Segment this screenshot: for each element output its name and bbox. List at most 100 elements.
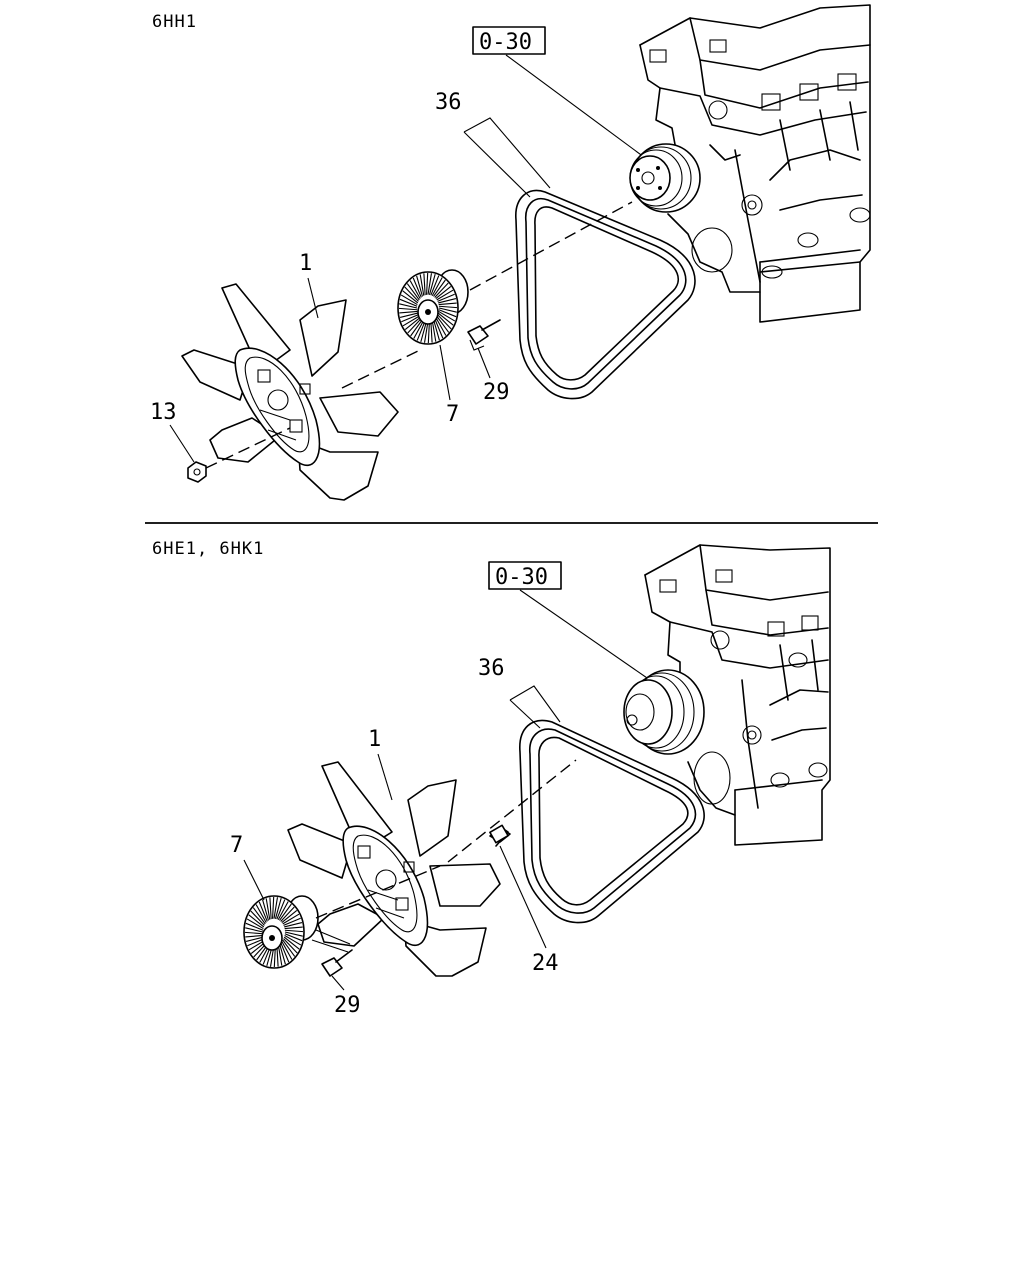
clutch-fin <box>280 906 295 922</box>
clutch-fin <box>284 929 304 933</box>
clutch-fin <box>401 314 419 323</box>
stud-6he1 <box>489 824 511 847</box>
clutch-fin <box>427 321 430 344</box>
clutch-fin <box>399 312 418 318</box>
clutch-fin <box>258 901 268 922</box>
clutch-fin <box>399 298 418 307</box>
section-6he1-6hk1: 6HE1, 6HK1 0-30 <box>152 539 831 1018</box>
clutch-fin <box>438 309 457 318</box>
clutch-fin <box>437 312 454 326</box>
nut-leader <box>169 424 195 463</box>
clutch-fin <box>434 318 444 339</box>
ref-leader <box>505 54 649 161</box>
belt-leader-2 <box>509 699 541 729</box>
clutch-fin <box>245 922 264 931</box>
clutch-fin <box>283 917 301 926</box>
clutch-fin <box>252 907 266 925</box>
clutch-fin <box>416 320 426 341</box>
clutch-fin <box>245 934 264 938</box>
clutch-fin <box>438 310 456 322</box>
nut-6hh1 <box>187 461 207 483</box>
clutch-fin <box>265 898 271 920</box>
clutch-fin <box>283 936 300 950</box>
clutch-fin <box>438 307 457 313</box>
clutch-fin <box>437 314 452 330</box>
clutch-fin <box>272 896 275 919</box>
clutch-fin <box>416 275 424 297</box>
assembly-axis-6hh1 <box>205 201 633 469</box>
clutch-fin <box>404 286 419 302</box>
crank-pulley-6hh1 <box>629 143 701 213</box>
drive-belt-6hh1 <box>515 189 696 400</box>
clutch-fin <box>438 302 457 306</box>
clutch-fin <box>399 303 418 309</box>
clutch-bolt-guides <box>311 929 351 953</box>
clutch-fin <box>279 903 292 921</box>
clutch-fin <box>409 280 421 299</box>
callout-stud-6he1: 24 <box>532 951 559 976</box>
clutch-fin <box>407 318 422 334</box>
section-title-6hh1: 6HH1 <box>152 12 197 32</box>
clutch-fin <box>399 310 418 314</box>
clutch-fin <box>284 933 303 942</box>
clutch-fin <box>431 320 437 342</box>
clutch-fin <box>436 315 450 333</box>
ref-leader <box>519 589 651 681</box>
clutch-leader <box>243 859 265 901</box>
clutch-fin <box>420 321 428 343</box>
clutch-fin <box>410 319 423 337</box>
callout-bolt-6hh1: 29 <box>483 380 510 405</box>
clutch-fin <box>430 275 440 296</box>
clutch-fin <box>427 273 433 295</box>
clutch-fin <box>262 899 270 921</box>
clutch-fin <box>435 317 447 336</box>
belt-leader <box>509 685 561 723</box>
fan-clutch-6hh1 <box>397 269 469 345</box>
clutch-fin <box>437 293 455 302</box>
belt-leader-2 <box>463 131 531 198</box>
clutch-leader <box>439 344 451 401</box>
clutch-fin <box>426 272 429 295</box>
clutch-fin <box>284 934 302 946</box>
clutch-fin <box>412 277 422 298</box>
callout-fan-6he1: 1 <box>368 727 381 752</box>
clutch-fin <box>406 283 420 301</box>
ref-box-6he1[interactable]: 0-30 <box>488 561 562 590</box>
clutch-fin <box>430 320 433 343</box>
engine-block-6hh1 <box>639 4 871 323</box>
clutch-fin <box>435 285 452 300</box>
section-title-6he1: 6HE1, 6HK1 <box>152 539 264 559</box>
clutch-fin <box>248 914 265 928</box>
bolt-6he1 <box>321 949 353 977</box>
clutch-fin <box>419 274 425 296</box>
clutch-fin <box>413 320 425 339</box>
fan-clutch-6he1 <box>243 895 319 969</box>
clutch-fin <box>255 904 267 923</box>
callout-belt-6he1: 36 <box>478 656 505 681</box>
clutch-fin <box>438 298 457 304</box>
assembly-axis-6he1 <box>315 759 577 919</box>
clutch-fin <box>276 899 286 920</box>
clutch-fin <box>284 922 303 928</box>
clutch-fin <box>244 931 264 935</box>
fan-leader <box>307 277 319 319</box>
bolt-6hh1 <box>467 319 501 351</box>
callout-fan-6hh1: 1 <box>299 251 312 276</box>
clutch-fin <box>404 316 421 331</box>
clutch-fin <box>400 294 418 306</box>
stud-leader <box>499 845 547 949</box>
clutch-fin <box>277 901 289 920</box>
clutch-fin <box>402 290 419 304</box>
clutch-fin <box>434 282 449 298</box>
callout-nut-6hh1: 13 <box>150 400 177 425</box>
clutch-fin <box>246 918 264 930</box>
clutch-fin <box>269 897 272 920</box>
clutch-fin <box>282 939 296 957</box>
clutch-fin <box>432 319 440 341</box>
clutch-fin <box>428 273 436 295</box>
clutch-fin <box>284 926 303 930</box>
callout-clutch-6he1: 7 <box>230 833 243 858</box>
ref-box-6hh1[interactable]: 0-30 <box>472 26 546 55</box>
clutch-fin <box>250 910 265 926</box>
